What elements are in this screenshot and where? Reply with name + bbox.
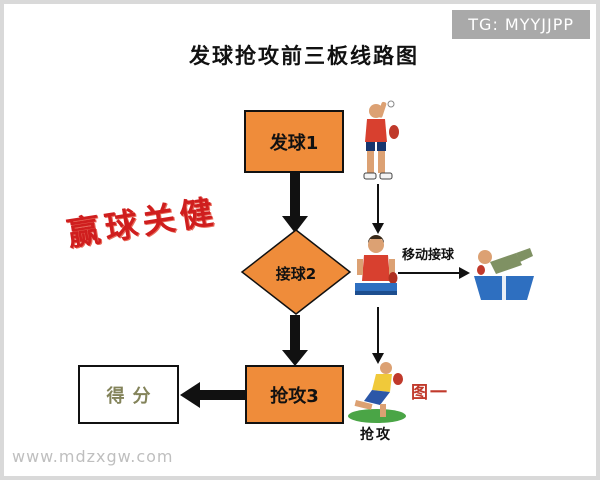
node-receive-label: 接球2 [275,265,317,283]
node-score: 得分 [78,365,179,424]
win-key-annotation: 赢球关健 [64,191,221,254]
move-receive-label: 移动接球 [402,248,455,263]
node-attack: 抢攻3 [245,365,344,424]
arrow-receive-to-attack [282,315,308,366]
arrow-attack-to-score [180,382,245,408]
player-serving-icon [356,100,402,186]
telegram-badge: TG: MYYJJPP [452,10,590,39]
node-serve: 发球1 [244,110,344,173]
line-serve-to-receive-player [372,184,384,234]
player-attacking-icon [346,360,408,428]
attack-bottom-label: 抢攻 [360,427,392,443]
player-receiving-icon [354,235,398,311]
player-moving-at-table-icon [470,240,540,310]
figure-one-label: 图一 [411,383,449,403]
diagram-title: 发球抢攻前三板线路图 [189,44,419,68]
line-receive-to-attack-player [372,307,384,364]
arrow-serve-to-receive [282,173,308,233]
arrow-move-receive [398,267,470,279]
site-watermark: www.mdzxgw.com [12,447,174,466]
